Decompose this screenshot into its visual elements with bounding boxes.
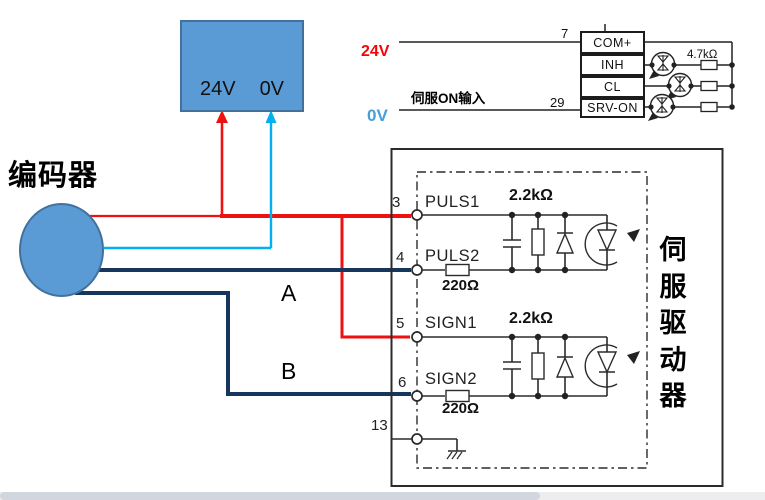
resistor-4k7-cl	[700, 80, 718, 92]
pin5-terminal	[411, 331, 423, 343]
sign2-label: SIGN2	[425, 370, 478, 388]
capacitor-sign	[503, 337, 521, 396]
wire-0v-cyan	[104, 122, 273, 250]
opto-arrow	[649, 70, 659, 79]
control-signal-block-wiring	[399, 24, 735, 113]
pin29-label: 29	[550, 95, 565, 110]
encoder-device	[19, 203, 104, 297]
servo-title-char: 动	[659, 344, 687, 375]
junction-dots-sign	[508, 333, 569, 400]
puls2-label: PULS2	[425, 247, 480, 265]
optocoupler-led-puls	[584, 215, 640, 270]
capacitor-puls	[503, 215, 521, 270]
resistor-2k2-sign-label: 2.2kΩ	[509, 310, 553, 327]
servo-drive-title: 伺 服 驱 动 器	[653, 232, 693, 415]
resistor-vertical-puls	[531, 228, 545, 256]
resistor-4k7-srv	[700, 101, 718, 113]
supply-24v-label: 24V	[361, 43, 390, 60]
optocoupler-led-sign	[584, 337, 640, 396]
sign-input-circuit	[422, 333, 640, 403]
opto-arrow	[648, 112, 658, 121]
resistor-220-puls	[445, 263, 470, 277]
ground-hatch	[446, 451, 463, 460]
pin6-number: 6	[398, 374, 407, 391]
pin13-terminal	[411, 433, 423, 445]
terminal-row-label: INH	[600, 58, 625, 72]
resistor-220-sign-label: 220Ω	[442, 400, 480, 417]
optocoupler-srv-on	[648, 93, 676, 121]
pin3-terminal	[411, 209, 423, 221]
resistor-4k7-inh	[700, 59, 718, 71]
resistor-4k7-label: 4.7kΩ	[687, 49, 718, 61]
terminal-row-srv-on: SRV-ON	[580, 98, 645, 118]
power-supply-box: 24V 0V	[180, 20, 304, 112]
arrowhead-0v	[265, 110, 277, 123]
pin7-label: 7	[561, 26, 569, 41]
pin4-number: 4	[396, 249, 405, 266]
led-arrow-puls	[627, 229, 640, 242]
pin13-number: 13	[371, 417, 388, 434]
resistor-2k2-puls-label: 2.2kΩ	[509, 187, 553, 204]
pin13-ground	[392, 438, 466, 460]
supply-0v-label: 0V	[367, 106, 388, 125]
resistor-220-puls-label: 220Ω	[442, 277, 480, 294]
terminal-row-inh: INH	[580, 54, 645, 76]
pin3-number: 3	[392, 194, 401, 211]
led-arrow-sign	[627, 351, 640, 364]
terminal-row-com: COM+	[580, 31, 645, 54]
junction-dots-puls	[508, 211, 569, 274]
wire-a-label: A	[281, 280, 297, 306]
power-24v-label: 24V	[199, 78, 236, 100]
servo-connector-dashdot-box	[416, 171, 648, 469]
horizontal-scrollbar-track[interactable]	[0, 492, 765, 500]
servo-outer-box	[390, 148, 724, 487]
optocoupler-cl	[666, 72, 694, 100]
terminal-row-label: CL	[604, 80, 621, 94]
servo-title-char: 器	[659, 381, 687, 411]
arrowhead-24v	[216, 110, 228, 123]
optocoupler-inh	[649, 51, 677, 79]
wire-b-navy	[75, 291, 411, 396]
resistor-vertical-sign	[531, 352, 545, 380]
pin-terminals	[411, 209, 423, 445]
servo-title-char: 服	[659, 271, 687, 302]
input-optocouplers	[648, 51, 694, 121]
terminal-row-label: COM+	[593, 35, 632, 50]
puls-input-circuit	[422, 211, 640, 277]
encoder-wires	[75, 110, 411, 396]
pin5-number: 5	[396, 315, 405, 332]
terminal-row-label: SRV-ON	[587, 101, 638, 115]
horizontal-scrollbar-thumb[interactable]	[0, 492, 540, 500]
servo-on-input-label: 伺服ON输入	[411, 91, 486, 106]
pin6-terminal	[411, 390, 423, 402]
servo-drive-outline	[390, 148, 724, 487]
servo-title-char: 驱	[659, 308, 687, 338]
wire-b-label: B	[281, 358, 297, 384]
resistor-220-sign	[445, 389, 470, 403]
wire-sign1-red	[340, 216, 410, 339]
puls1-label: PULS1	[425, 193, 480, 211]
encoder-label: 编码器	[8, 160, 99, 192]
pin4-terminal	[411, 264, 423, 276]
sign1-label: SIGN1	[425, 314, 478, 332]
bus-junction-dots	[729, 62, 735, 110]
terminal-row-cl: CL	[580, 76, 645, 98]
power-0v-label: 0V	[259, 78, 285, 100]
servo-title-char: 伺	[659, 235, 687, 265]
